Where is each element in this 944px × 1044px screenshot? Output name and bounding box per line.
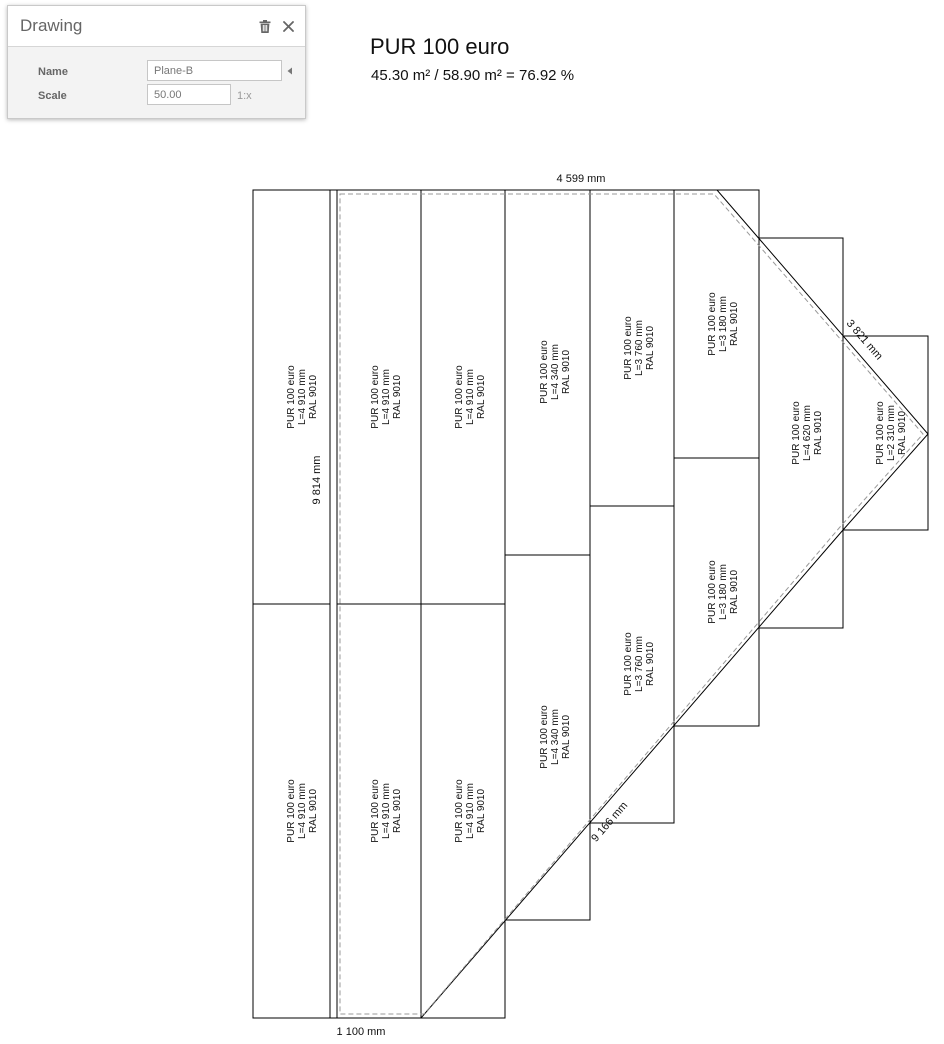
material-heading: PUR 100 euro: [370, 34, 510, 59]
panel-label: PUR 100 euroL=4 910 mmRAL 9010: [286, 779, 319, 843]
panel-label: PUR 100 euroL=3 760 mmRAL 9010: [623, 316, 656, 380]
delete-button[interactable]: [256, 17, 274, 35]
panel-label: PUR 100 euroL=4 620 mmRAL 9010: [791, 401, 824, 465]
plane-outline: [336, 189, 929, 1019]
panel-header: Drawing: [8, 6, 305, 47]
dimension-top-width: 4 599 mm: [557, 173, 606, 185]
dimension-labels: 4 599 mm 9 814 mm 1 100 mm 3 821 mm 9 16…: [311, 173, 885, 1038]
panel-labels: PUR 100 euroL=4 910 mmRAL 9010 PUR 100 e…: [286, 292, 908, 843]
trash-icon: [259, 19, 271, 33]
scale-label: Scale: [38, 90, 67, 102]
scale-input[interactable]: [147, 84, 231, 105]
panel-rect: [842, 335, 929, 531]
panel-outlines: [252, 189, 929, 1019]
panel-label: PUR 100 euroL=4 910 mmRAL 9010: [454, 365, 487, 429]
dimension-left-height: 9 814 mm: [311, 456, 323, 505]
close-button[interactable]: [279, 17, 297, 35]
dimension-bottom-width: 1 100 mm: [337, 1026, 386, 1038]
panel-label: PUR 100 euroL=2 310 mmRAL 9010: [875, 401, 908, 465]
panel-label: PUR 100 euroL=3 760 mmRAL 9010: [623, 632, 656, 696]
close-icon: [282, 20, 294, 32]
dimension-lower-edge: 9 166 mm: [589, 800, 630, 845]
drawing-panel: Drawing Name Scale 1:x: [7, 5, 306, 119]
panel-label: PUR 100 euroL=4 910 mmRAL 9010: [370, 365, 403, 429]
panel-rect: [329, 189, 338, 1019]
panel-label: PUR 100 euroL=4 910 mmRAL 9010: [370, 779, 403, 843]
panel-label: PUR 100 euroL=4 340 mmRAL 9010: [539, 340, 572, 404]
name-label: Name: [38, 66, 68, 78]
panel-label: PUR 100 euroL=4 910 mmRAL 9010: [286, 365, 319, 429]
panel-title: Drawing: [20, 16, 83, 35]
dimension-upper-edge: 3 821 mm: [844, 318, 885, 363]
panel-label: PUR 100 euroL=4 340 mmRAL 9010: [539, 705, 572, 769]
name-input[interactable]: [147, 60, 282, 81]
panel-label: PUR 100 euroL=4 910 mmRAL 9010: [454, 779, 487, 843]
area-ratio: 45.30 m² / 58.90 m² = 76.92 %: [371, 67, 575, 84]
scale-unit: 1:x: [237, 90, 252, 102]
panel-label: PUR 100 euroL=3 180 mmRAL 9010: [707, 560, 740, 624]
panel-label: PUR 100 euroL=3 180 mmRAL 9010: [707, 292, 740, 356]
plane-inner-outline: [339, 193, 924, 1015]
caret-left-icon[interactable]: [285, 66, 295, 76]
